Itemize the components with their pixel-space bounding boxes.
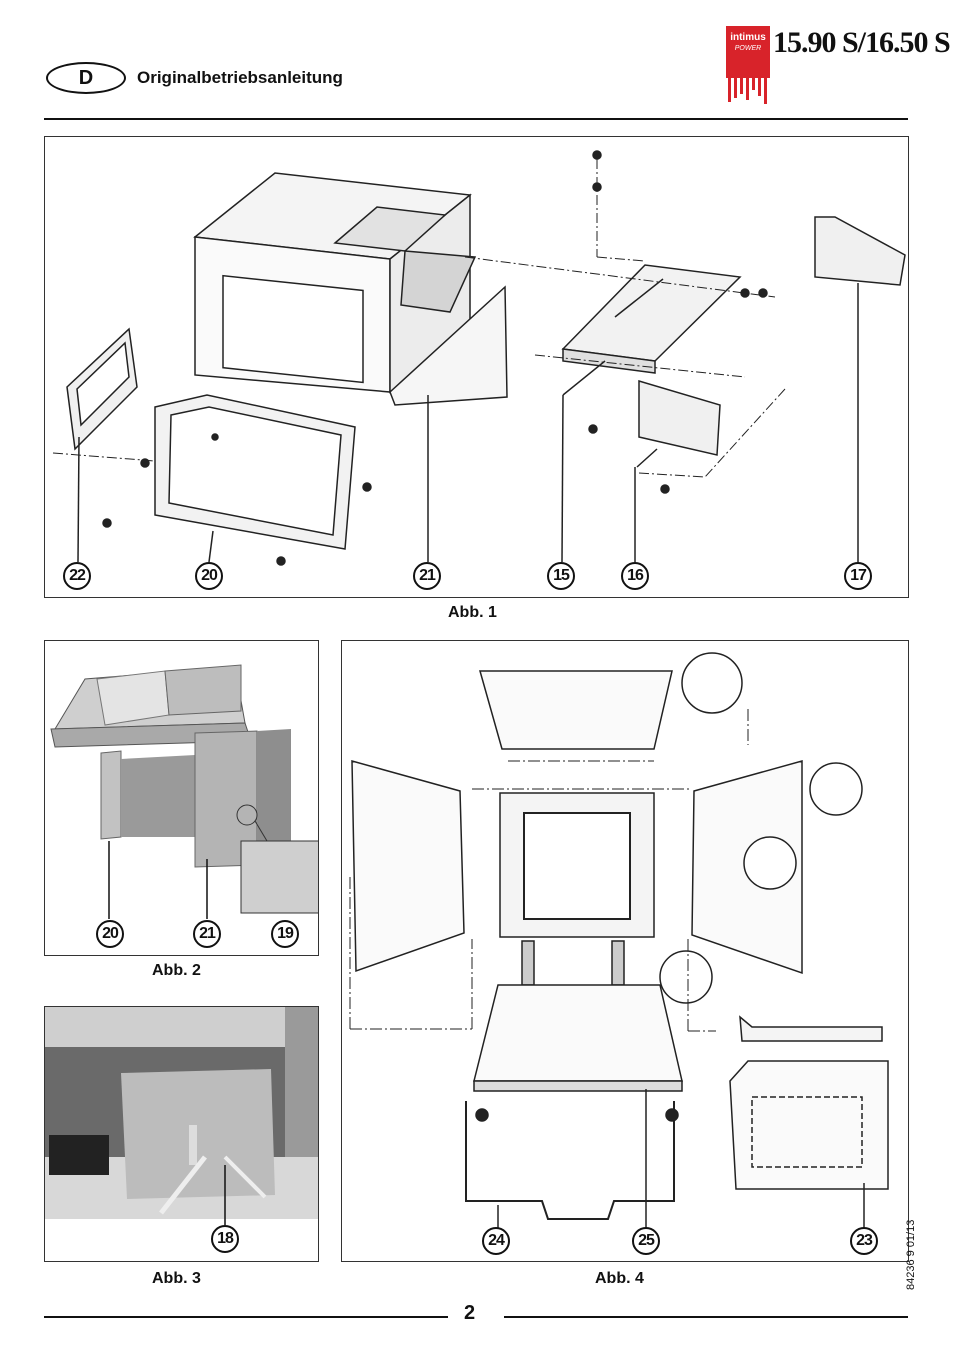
page-number: 2 xyxy=(464,1302,476,1324)
callout-23: 23 xyxy=(850,1227,878,1255)
callout-18: 18 xyxy=(211,1225,239,1253)
callout-21-abb2: 21 xyxy=(193,920,221,948)
callout-15: 15 xyxy=(547,562,575,590)
model-name: 15.90 S/16.50 S xyxy=(773,26,951,59)
callout-20: 20 xyxy=(195,562,223,590)
interior-photo xyxy=(45,1007,318,1261)
assembly-diagram xyxy=(349,652,889,1241)
figure-abb2: 20 21 19 xyxy=(44,640,319,956)
language-badge: D xyxy=(46,62,126,94)
brand-name: intimus xyxy=(730,32,766,43)
callout-24: 24 xyxy=(482,1227,510,1255)
caption-abb4: Abb. 4 xyxy=(595,1270,644,1287)
caption-abb1: Abb. 1 xyxy=(448,604,497,621)
callout-19: 19 xyxy=(271,920,299,948)
exploded-assembly-drawing xyxy=(52,150,906,566)
language-code: D xyxy=(78,66,94,89)
caption-abb2: Abb. 2 xyxy=(152,962,201,979)
document-number: 84236 9 01/13 xyxy=(905,1219,917,1290)
callout-17: 17 xyxy=(844,562,872,590)
footer-rule-right xyxy=(504,1316,908,1318)
document-title: Originalbetriebsanleitung xyxy=(137,68,343,87)
shredder-photo xyxy=(45,641,318,955)
callout-16: 16 xyxy=(621,562,649,590)
figure-abb1: 22 20 21 15 16 17 xyxy=(44,136,909,598)
header-rule xyxy=(44,118,908,120)
figure-abb4: 24 25 23 xyxy=(341,640,909,1262)
footer-rule-left xyxy=(44,1316,448,1318)
callout-21: 21 xyxy=(413,562,441,590)
callout-20-abb2: 20 xyxy=(96,920,124,948)
figure-abb3: 18 xyxy=(44,1006,319,1262)
callout-25: 25 xyxy=(632,1227,660,1255)
callout-22: 22 xyxy=(63,562,91,590)
caption-abb3: Abb. 3 xyxy=(152,1270,201,1287)
intimus-logo: intimus POWER xyxy=(726,26,770,104)
brand-sub: POWER xyxy=(735,45,761,52)
